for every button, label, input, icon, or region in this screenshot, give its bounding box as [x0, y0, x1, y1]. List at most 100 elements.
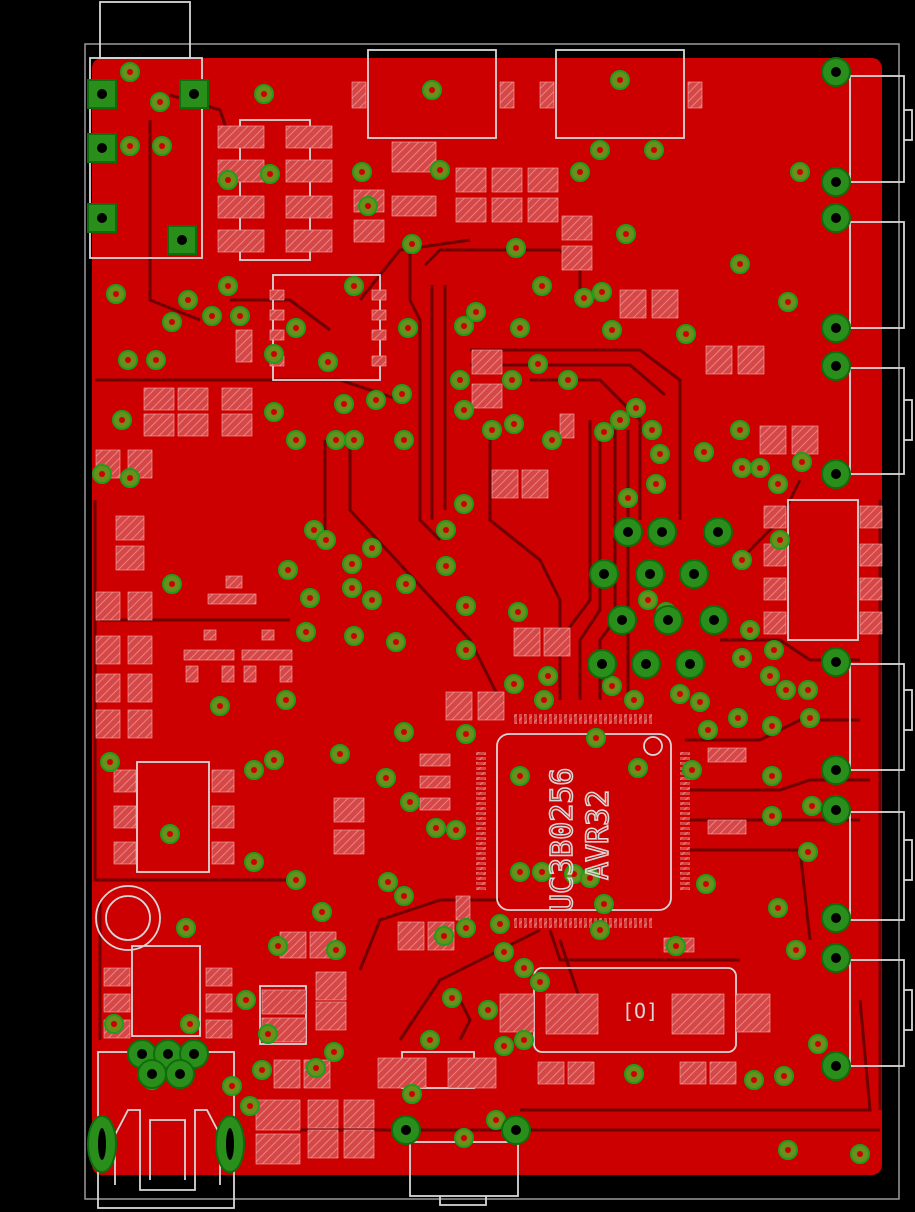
header-3	[849, 367, 905, 475]
via-hole	[593, 735, 599, 741]
via-hole	[597, 927, 603, 933]
via-hole	[511, 421, 517, 427]
mounting-hole-inner	[105, 895, 151, 941]
smd-pad	[343, 1099, 375, 1129]
through-hole-drill	[831, 953, 841, 963]
chip-pin	[579, 714, 582, 724]
via-hole	[463, 731, 469, 737]
smd-pad	[285, 195, 333, 219]
smd-pad	[445, 691, 473, 721]
smd-pad	[95, 673, 121, 703]
chip-pin	[539, 918, 542, 928]
chip-pin	[476, 807, 486, 810]
chip-pin	[476, 842, 486, 845]
chip-pin	[680, 837, 690, 840]
smd-pad	[707, 747, 747, 763]
usb-mount-slot	[226, 1128, 234, 1160]
smd-pad	[759, 425, 787, 455]
via-hole	[751, 1077, 757, 1083]
via-hole	[293, 877, 299, 883]
chip-pin	[649, 918, 652, 928]
vias	[87, 57, 870, 1173]
via-hole	[623, 231, 629, 237]
via-hole	[225, 283, 231, 289]
via-hole	[857, 1151, 863, 1157]
via-hole	[683, 331, 689, 337]
via-hole	[517, 869, 523, 875]
via-hole	[625, 495, 631, 501]
through-hole-drill	[401, 1125, 411, 1135]
chip-pin	[619, 714, 622, 724]
smd-pad	[95, 635, 121, 665]
chip-pin	[644, 714, 647, 724]
chip-pin	[680, 782, 690, 785]
smd-pad	[447, 1057, 497, 1089]
via-hole	[271, 757, 277, 763]
smd-pad	[351, 81, 367, 109]
via-hole	[815, 1041, 821, 1047]
via-hole	[777, 537, 783, 543]
smd-pad	[397, 921, 425, 951]
via-hole	[689, 767, 695, 773]
via-hole	[237, 313, 243, 319]
through-hole-drill	[831, 323, 841, 333]
via-hole	[401, 729, 407, 735]
via-hole	[449, 995, 455, 1001]
chip-pin	[680, 887, 690, 890]
chip-pin	[549, 714, 552, 724]
square-pad-drill	[97, 213, 107, 223]
chip-pin	[544, 918, 547, 928]
via-hole	[521, 1037, 527, 1043]
via-hole	[617, 417, 623, 423]
through-hole-drill	[617, 615, 627, 625]
smd-pad	[521, 469, 549, 499]
smd-pad	[115, 545, 145, 571]
through-hole-drill	[657, 527, 667, 537]
via-hole	[127, 475, 133, 481]
via-hole	[609, 327, 615, 333]
via-hole	[703, 881, 709, 887]
chip-pin	[680, 777, 690, 780]
smd-pad	[269, 329, 285, 341]
via-hole	[349, 561, 355, 567]
square-pad	[179, 79, 209, 109]
via-hole	[271, 351, 277, 357]
via-hole	[775, 905, 781, 911]
chip-pin	[476, 827, 486, 830]
chip-pin	[680, 842, 690, 845]
smd-pad	[527, 197, 559, 223]
chip-pin	[574, 714, 577, 724]
chip-pin	[609, 918, 612, 928]
chip-pin	[584, 918, 587, 928]
chip-pin	[624, 918, 627, 928]
smd-pad	[791, 425, 819, 455]
smd-pad	[371, 289, 387, 301]
smd-pad	[333, 829, 365, 855]
smd-pad	[371, 355, 387, 367]
smd-pad	[255, 1099, 301, 1131]
smd-pad	[207, 593, 257, 605]
via-hole	[341, 401, 347, 407]
via-hole	[251, 767, 257, 773]
smd-pad	[211, 841, 235, 865]
through-hole-drill	[831, 361, 841, 371]
smd-pad	[709, 1061, 737, 1085]
smd-pad	[859, 543, 883, 567]
chip-pin	[534, 918, 537, 928]
through-hole-drill	[831, 177, 841, 187]
chip-pin	[680, 807, 690, 810]
button-tab	[439, 1196, 487, 1206]
board-outline	[84, 43, 900, 1200]
chip-pin	[614, 714, 617, 724]
smd-pad	[471, 349, 503, 375]
via-hole	[809, 803, 815, 809]
through-hole-drill	[831, 1061, 841, 1071]
smd-pad	[491, 167, 523, 193]
so8-outline	[272, 274, 381, 381]
chip-pin	[514, 918, 517, 928]
smd-pad	[95, 709, 121, 739]
via-hole	[313, 1065, 319, 1071]
via-hole	[609, 683, 615, 689]
chip-name-label: UC3B0256	[545, 768, 580, 913]
via-hole	[631, 1071, 637, 1077]
